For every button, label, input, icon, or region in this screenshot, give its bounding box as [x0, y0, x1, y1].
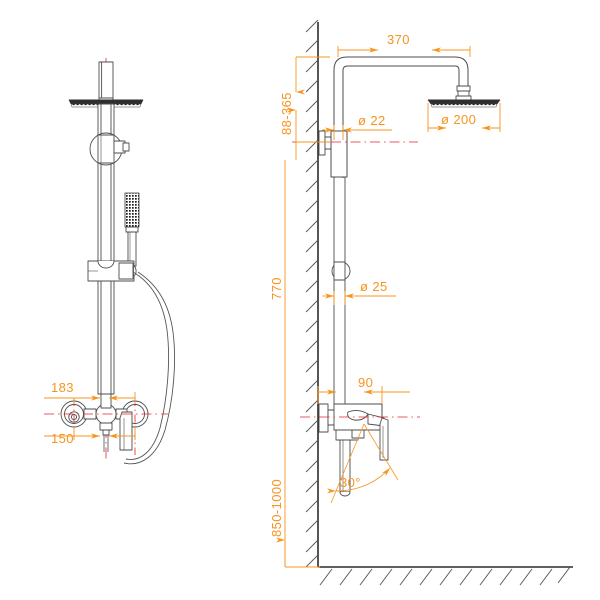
front-holder-block [87, 260, 137, 282]
dim-30-deg-label: 30° [340, 475, 361, 490]
wall-hatching [305, 19, 319, 568]
dim-88-365-label: 88-365 [279, 92, 294, 135]
front-shower-hose [123, 271, 175, 465]
dim-d25: ø 25 [322, 279, 396, 305]
front-view-group [44, 58, 175, 465]
floor-hatching [319, 566, 571, 586]
dim-370-label: 370 [387, 32, 410, 47]
dim-90-label: 90 [358, 375, 373, 390]
side-wall-connector-upper [318, 130, 348, 178]
wall-and-floor-group [305, 19, 573, 586]
side-view-group [292, 56, 501, 497]
dim-d200-label: ø 200 [441, 112, 476, 127]
dim-88-365: 88-365 [279, 56, 330, 160]
dim-150: 150 [44, 426, 136, 446]
dim-370: 370 [337, 32, 471, 57]
side-view-dimensions: 370 ø 200 ø 22 [269, 32, 501, 568]
front-upper-stub [98, 61, 114, 105]
dim-850-1000-label: 850-1000 [269, 479, 284, 537]
dim-d200: ø 200 [427, 103, 501, 132]
dim-30-deg: 30° [326, 423, 399, 504]
dim-183: 183 [44, 380, 136, 404]
dim-90: 90 [317, 375, 410, 404]
side-head-connector [455, 85, 472, 101]
dim-d22-label: ø 22 [358, 113, 386, 128]
dim-770-label: 770 [269, 277, 284, 300]
dim-770: 770 [269, 160, 286, 404]
front-diverter-bracket [89, 132, 130, 166]
side-lower-riser [333, 177, 346, 404]
side-centerlines [292, 141, 420, 418]
dim-d22: ø 22 [322, 113, 392, 140]
front-view-dimensions: 183 150 [44, 380, 136, 446]
dim-183-label: 183 [51, 380, 74, 395]
front-hand-shower [124, 192, 140, 267]
side-overhead-shower-head [427, 99, 501, 108]
dim-150-label: 150 [51, 431, 74, 446]
dim-d25-label: ø 25 [360, 279, 388, 294]
dim-850-1000: 850-1000 [269, 404, 320, 568]
side-slider-ring [331, 261, 351, 281]
side-shower-arm [333, 56, 469, 160]
